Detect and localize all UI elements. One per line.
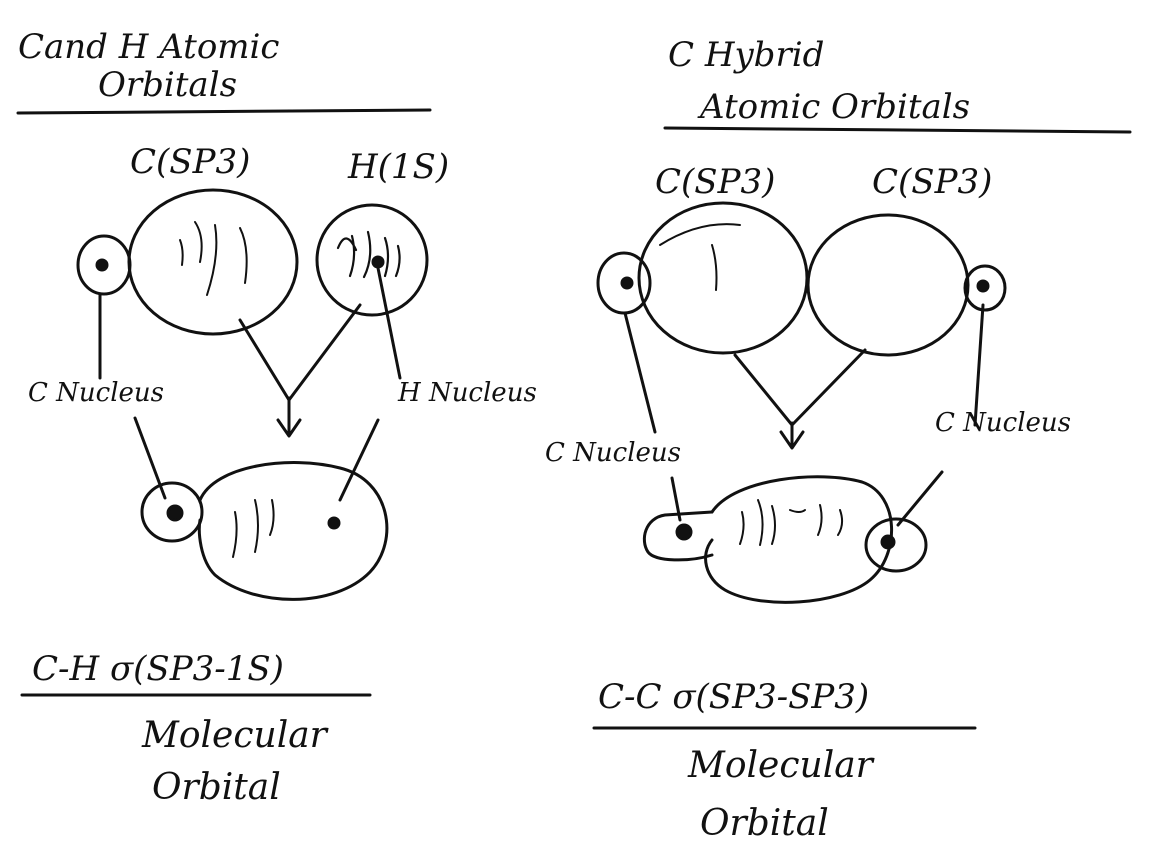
left-orbital-c-label: C(SP3) bbox=[130, 142, 251, 182]
right-mo-small-lobe bbox=[644, 512, 712, 560]
left-title-underline bbox=[18, 110, 430, 113]
right-c1-pointer-top bbox=[625, 313, 655, 432]
right-arrow-head bbox=[781, 432, 803, 448]
right-orbital-c2-label: C(SP3) bbox=[872, 162, 993, 202]
left-title-line2: Orbitals bbox=[98, 65, 238, 105]
right-c2-pointer-bottom bbox=[898, 472, 942, 525]
right-mo-shading bbox=[740, 500, 842, 545]
right-combine-line-right bbox=[792, 350, 865, 425]
right-c1-nucleus-dot bbox=[622, 278, 632, 288]
left-mo-line2: Orbital bbox=[152, 767, 281, 808]
left-h-nucleus-label: H Nucleus bbox=[398, 378, 537, 408]
left-h-orbital bbox=[317, 205, 427, 315]
left-orbital-h-label: H(1S) bbox=[348, 147, 450, 187]
right-c1-shading bbox=[712, 245, 717, 290]
left-mo-h-nucleus-dot bbox=[329, 518, 339, 528]
left-c-nucleus-label: C Nucleus bbox=[28, 378, 165, 408]
left-mo-large-lobe bbox=[199, 463, 387, 600]
right-title-line1: C Hybrid bbox=[668, 35, 825, 75]
left-bond-label: C-H σ(SP3-1S) bbox=[32, 649, 284, 689]
left-h-nucleus-pointer-top bbox=[378, 268, 400, 378]
left-mo-line1: Molecular bbox=[142, 715, 327, 756]
right-c2-nucleus-dot bbox=[978, 281, 988, 291]
left-mo-c-nucleus-dot bbox=[168, 506, 182, 520]
right-c2-small-lobe bbox=[965, 266, 1005, 310]
right-bond-label: C-C σ(SP3-SP3) bbox=[598, 677, 870, 717]
left-c-nucleus-dot bbox=[97, 260, 107, 270]
right-c1-nucleus-label: C Nucleus bbox=[545, 438, 682, 468]
right-mo-small-lobe-right bbox=[866, 519, 926, 571]
right-c1-arc-arrow bbox=[660, 224, 740, 245]
left-mo-shading bbox=[233, 500, 274, 557]
right-title-underline bbox=[665, 128, 1130, 132]
left-mo-small-lobe bbox=[142, 483, 202, 541]
left-c-large-lobe bbox=[129, 190, 297, 334]
left-c-shading bbox=[180, 222, 247, 295]
left-combine-line-left bbox=[240, 320, 289, 400]
left-h-nucleus-dot bbox=[373, 257, 383, 267]
right-c2-pointer-top bbox=[975, 305, 983, 425]
left-title-line1: Cand H Atomic bbox=[18, 27, 280, 67]
left-h-shading bbox=[338, 232, 400, 277]
right-mo-c2-nucleus-dot bbox=[882, 536, 894, 548]
right-mo-line1: Molecular bbox=[688, 745, 873, 786]
right-mo-c1-nucleus-dot bbox=[677, 525, 691, 539]
right-mo-large-lobe bbox=[706, 477, 892, 603]
right-c2-large-lobe bbox=[808, 215, 968, 355]
right-c2-nucleus-label: C Nucleus bbox=[935, 408, 1072, 438]
left-combine-line-right bbox=[289, 305, 360, 400]
right-mo-line2: Orbital bbox=[700, 803, 829, 844]
right-orbital-c1-label: C(SP3) bbox=[655, 162, 776, 202]
right-title-line2: Atomic Orbitals bbox=[700, 87, 971, 127]
right-c1-large-lobe bbox=[639, 203, 807, 353]
right-combine-line-left bbox=[735, 355, 792, 425]
left-h-nucleus-pointer-bottom bbox=[340, 420, 378, 500]
left-arrow-head bbox=[278, 420, 300, 436]
